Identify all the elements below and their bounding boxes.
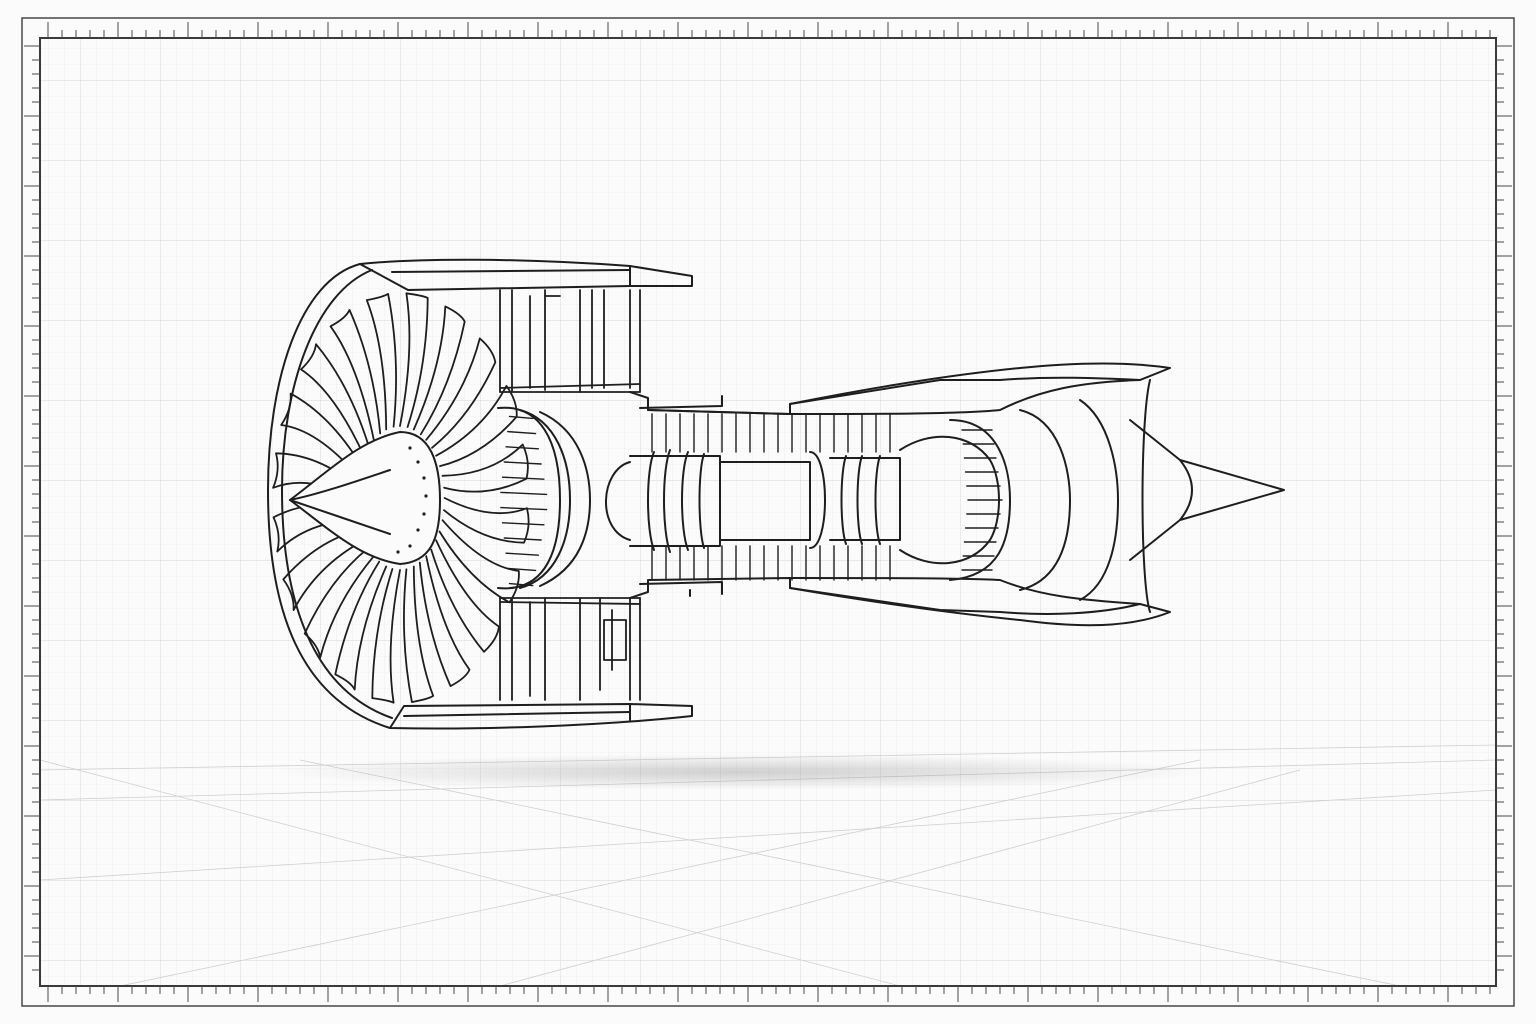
low-pressure-compressor-blades [500,415,548,587]
lpc-blade [501,522,545,526]
fan-blade [303,547,375,659]
fan-case-lower-struts [499,597,641,701]
spinner-rivets [396,446,428,554]
lpc-blade [500,491,548,496]
fan-blade [412,305,466,436]
fan-blade [403,565,435,703]
fan-disk-stage [497,406,591,590]
nacelle-bottom-cowl [389,703,693,730]
frame-border [21,17,1515,1007]
fan-blade [399,292,429,428]
fan-blade [300,343,370,457]
core-cowl-upper [789,362,1171,415]
fan-case-upper-struts [499,289,641,393]
exhaust-plug-cone [1129,379,1285,613]
fan-blade [438,519,520,604]
turbine-blades [961,429,1003,571]
spinner-nose-cone [289,431,441,565]
nacelle-top-cowl [359,258,693,291]
fan-blade [334,560,388,691]
nacelle-inlet-lip [267,263,393,729]
fan-blade [430,539,500,653]
fan-blade [435,385,518,467]
lpc-blade [507,430,537,435]
high-pressure-compressor-vanes [651,413,891,581]
core-shaft [605,449,901,553]
core-cowl-lower [789,577,1171,627]
frame-ruler-ticks [24,22,1512,1002]
fan-blade [441,443,529,493]
fan-blade [365,293,397,431]
lpc-blade [500,506,548,511]
lpc-blade [503,461,542,465]
grid-paper [40,38,1496,986]
engine-ground-shadow [270,754,1210,790]
lpc-blade [505,446,540,450]
fan-blade [418,555,471,687]
lpc-blade [507,567,537,572]
fan-blade [280,392,362,477]
lpc-blade [508,415,534,420]
fan-blade [425,337,497,449]
floor-perspective-lines [39,744,1497,987]
fan-blade [371,568,401,704]
turbofan-engine [267,258,1285,730]
lpc-blade [503,537,542,541]
fan-blade [329,309,382,441]
lpc-blade [501,476,545,480]
lpc-blade [508,582,534,587]
lpc-blade [505,552,540,556]
fan-blade [443,497,530,544]
fan-blade [282,529,365,611]
